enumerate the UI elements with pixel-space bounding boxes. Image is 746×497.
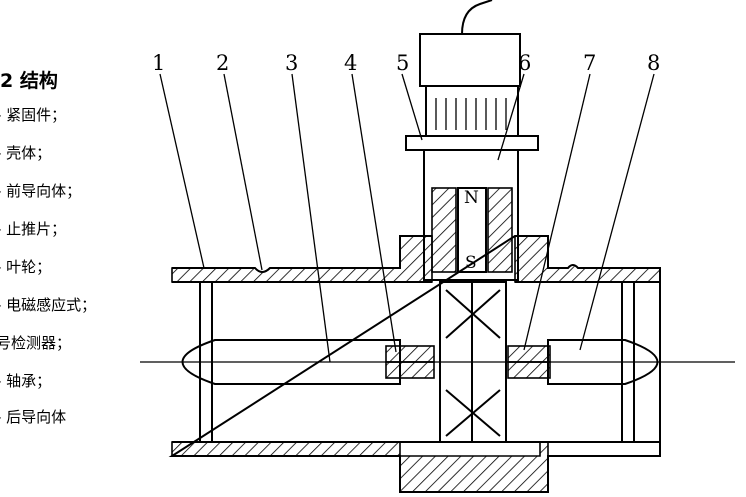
detector-magnet (457, 187, 487, 273)
detector-flange (405, 135, 539, 151)
detector-cable (461, 0, 493, 35)
leader-line-6 (497, 73, 525, 161)
leader-line-7 (523, 73, 591, 351)
detector-connector (425, 85, 519, 137)
magnet-north-label: N (464, 188, 479, 208)
legend-item-thrust-plate: - 止推片； (0, 220, 67, 238)
front-guide-body (181, 339, 401, 385)
fastener-left (199, 281, 213, 443)
legend-item-electromagnetic: - 电磁感应式； (0, 296, 97, 314)
leader-line-8 (579, 73, 655, 351)
detector-cap (419, 33, 521, 87)
legend-item-signal-detector: 号检测器； (0, 334, 72, 352)
detector-connector-ribs (435, 98, 507, 130)
housing-bottom-wall (171, 441, 661, 493)
callout-6: 6 (518, 51, 531, 75)
callout-5: 5 (396, 51, 409, 75)
callout-2: 2 (216, 51, 229, 75)
legend-item-housing: - 壳体； (0, 144, 52, 162)
leader-line-4 (351, 73, 397, 353)
bearing-right (507, 361, 551, 379)
callout-3: 3 (285, 51, 298, 75)
housing-outline (168, 235, 661, 493)
detector-coil-right (487, 187, 513, 273)
legend-item-fastener: - 紧固件； (0, 106, 67, 124)
housing-top-wall (171, 235, 433, 283)
magnet-south-label: S (465, 253, 477, 273)
thrust-plate-right (507, 345, 551, 363)
callout-4: 4 (344, 51, 357, 75)
leader-line-2 (223, 73, 263, 271)
thrust-plate-left (385, 345, 435, 363)
leader-line-1 (159, 73, 205, 269)
bearing-left (385, 361, 435, 379)
callout-7: 7 (583, 51, 596, 75)
legend-item-bearing: - 轴承； (0, 372, 52, 390)
detector-coil-left (431, 187, 457, 273)
legend-title: 2 结构 (0, 70, 58, 92)
rear-guide-body (547, 339, 659, 385)
fastener-right (621, 281, 635, 443)
legend-item-impeller: - 叶轮； (0, 258, 52, 276)
housing-top-wall-right (514, 235, 661, 283)
callout-1: 1 (152, 51, 165, 75)
callout-8: 8 (647, 51, 660, 75)
legend-item-front-guide: - 前导向体； (0, 182, 82, 200)
legend-item-rear-guide: - 后导向体 (0, 408, 67, 426)
leader-line-5 (401, 73, 423, 141)
leader-line-3 (291, 73, 331, 363)
